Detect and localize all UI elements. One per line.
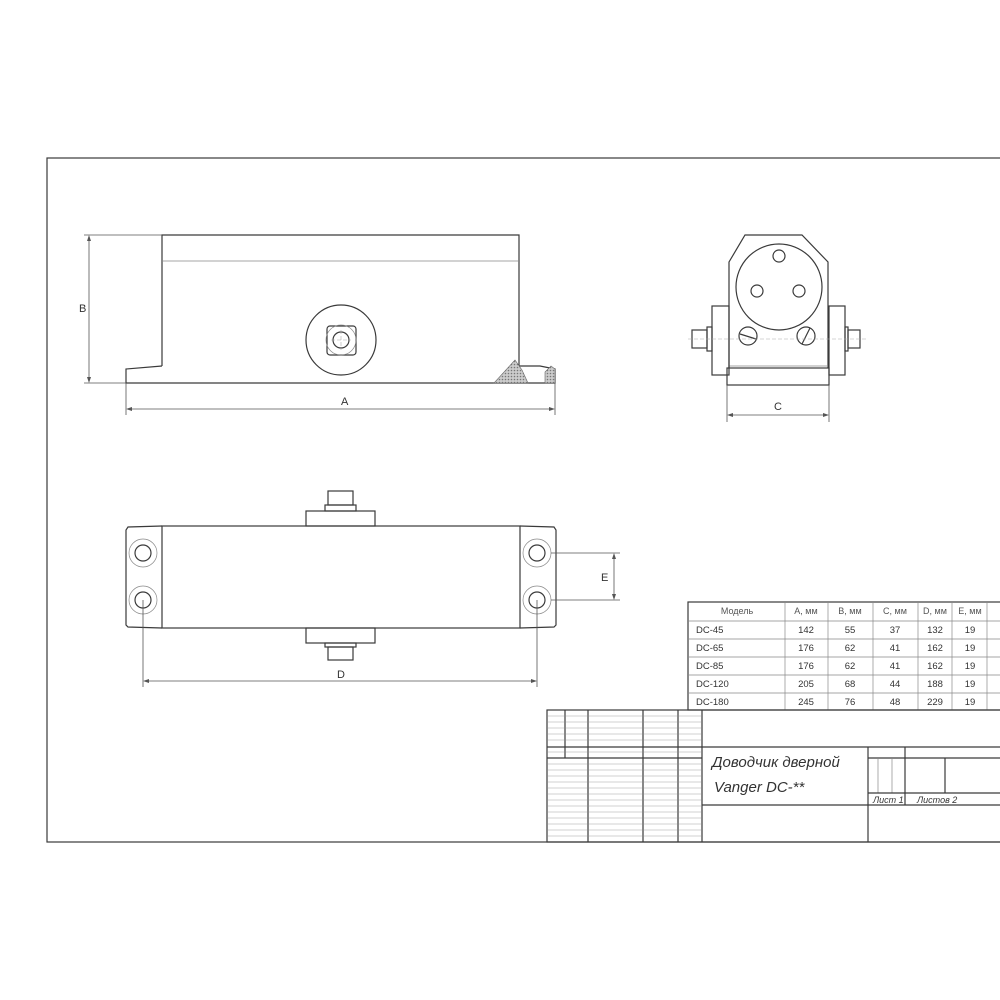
pinion-circle [305,304,377,376]
table-cell: 68 [845,679,856,690]
table-cell: 142 [798,625,814,636]
table-cell: 245 [798,697,814,708]
table-cell: DC-180 [696,697,729,708]
mount-holes [128,538,552,615]
table-cell: 162 [927,661,943,672]
table-row: DC-65 176 62 41 162 19 [696,643,975,654]
table-row: DC-180 245 76 48 229 19 [696,697,975,708]
column-header: C, мм [883,606,907,616]
table-row: DC-45 142 55 37 132 19 [696,625,975,636]
column-header: Модель [721,606,754,616]
column-header: E, мм [958,606,981,616]
table-cell: 19 [965,661,976,672]
table-cell: DC-120 [696,679,729,690]
end-view: C [688,234,866,422]
table-cell: 19 [965,697,976,708]
table-cell: 55 [845,625,856,636]
sheets-total: Листов 2 [916,795,957,805]
table-cell: 19 [965,643,976,654]
table-cell: 19 [965,625,976,636]
column-header: A, мм [794,606,817,616]
table-cell: 188 [927,679,943,690]
drawing-title-line1: Доводчик дверной [710,754,840,771]
table-header-row: Модель A, мм B, мм C, мм D, мм E, мм [721,606,982,616]
column-header: D, мм [923,606,947,616]
table-cell: 44 [890,679,901,690]
spec-table: Модель A, мм B, мм C, мм D, мм E, мм DC-… [687,601,1000,711]
table-row: DC-85 176 62 41 162 19 [696,661,975,672]
table-cell: 205 [798,679,814,690]
column-header: B, мм [838,606,861,616]
table-cell: 48 [890,697,901,708]
table-cell: 62 [845,643,856,654]
dimension-label-b: B [79,303,86,315]
table-cell: 41 [890,643,901,654]
table-cell: DC-65 [696,643,723,654]
table-cell: 229 [927,697,943,708]
dimension-label-d: D [337,669,345,681]
top-view: E D [125,490,620,687]
dimension-label-e: E [601,572,608,584]
table-cell: 41 [890,661,901,672]
sheet-number: Лист 1 [872,795,904,805]
table-cell: 62 [845,661,856,672]
dimension-label-a: A [341,396,349,408]
table-cell: 76 [845,697,856,708]
screw-icon [796,326,816,346]
side-view: B A [79,234,556,415]
dimension-label-c: C [774,401,782,413]
table-cell: 176 [798,643,814,654]
title-block: Доводчик дверной Vanger DC-** Лист 1 Лис… [546,709,1000,843]
table-cell: 162 [927,643,943,654]
drawing-frame [46,157,1000,843]
drawing-title-line2: Vanger DC-** [714,779,805,796]
table-cell: DC-85 [696,661,723,672]
screw-icon [738,326,758,346]
table-row: DC-120 205 68 44 188 19 [696,679,975,690]
table-cell: 37 [890,625,901,636]
table-cell: 19 [965,679,976,690]
table-cell: 132 [927,625,943,636]
table-cell: 176 [798,661,814,672]
table-cell: DC-45 [696,625,723,636]
